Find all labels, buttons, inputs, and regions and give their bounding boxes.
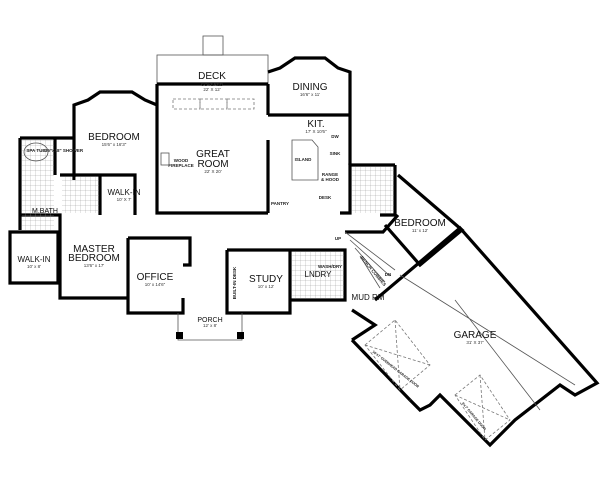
dw-label: DW [331, 134, 339, 139]
walls [8, 56, 600, 448]
built-in-desk-label: BUILT-IN DESK [232, 266, 237, 299]
spa-tub-label: SPA TUB [26, 148, 46, 153]
great-room-label-2: ROOM [197, 159, 228, 170]
study-label: STUDY [249, 274, 283, 285]
office-label: OFFICE [137, 272, 174, 283]
master-bedroom-size: 13'6" x 17' [84, 263, 105, 268]
wash-dry-label: WASH/DRY [318, 264, 342, 269]
master-bedroom-label-2: BEDROOM [68, 253, 120, 264]
great-room-label: GREAT [196, 149, 230, 160]
fireplace-icon [160, 152, 170, 166]
pantry-label: PANTRY [271, 201, 289, 206]
fireplace-label-2: FIREPLACE [168, 163, 194, 168]
kitchen-label: KIT. [307, 119, 324, 130]
sink-label: SINK [330, 151, 342, 156]
garage-size: 31' X 37' [466, 340, 483, 345]
porch [176, 313, 244, 341]
kitchen-island [291, 139, 319, 181]
bedroom-2-label: BEDROOM [394, 218, 446, 229]
range-label-2: & HOOD [321, 177, 340, 182]
walk-in-size: 10' X 7' [117, 197, 132, 202]
desk-label: DESK [319, 195, 332, 200]
laundry-label: LNDRY [305, 270, 333, 279]
bedroom-2-size: 11' x 12' [412, 228, 428, 233]
mud-room-label: MUD RM [352, 293, 385, 302]
master-bedroom-label: MASTER [73, 244, 115, 255]
study-size: 10' x 12' [258, 284, 275, 289]
stairs-up-label: UP [335, 236, 341, 241]
walk-in-2-label: WALK-IN [17, 255, 50, 264]
island-label: ISLAND [295, 157, 313, 162]
office-size: 10' x 14'6" [145, 282, 166, 287]
porch-label: PORCH [197, 317, 222, 324]
walk-in-2-size: 10' x 8' [27, 264, 41, 269]
dining-label: DINING [293, 82, 328, 93]
garage-label: GARAGE [454, 330, 497, 341]
porch-size: 12' x 8' [203, 323, 217, 328]
kitchen-size: 17' X 10'6" [305, 129, 327, 134]
deck-size: 22' X 12' [203, 87, 220, 92]
garage-doors [364, 274, 576, 441]
bench-cubbies-label: BENCH CUBBIES [359, 255, 387, 287]
great-room-size: 22' X 20' [204, 169, 221, 174]
deck-note: COVERED [201, 82, 224, 87]
stairs-down-label: DN [385, 272, 392, 277]
fireplace-label: WOOD [174, 158, 189, 163]
walk-in-label: WALK-IN [107, 188, 140, 197]
master-bath-label: M.BATH [32, 208, 58, 215]
bedroom-label: BEDROOM [88, 132, 140, 143]
range-label: RANGE [322, 172, 338, 177]
shower-label: 36"x48" SHOWER [45, 148, 84, 153]
bedroom-size: 15'6" x 16'3" [102, 142, 127, 147]
stairs [344, 231, 396, 289]
dining-size: 16'6" x 11' [300, 92, 320, 97]
deck-label: DECK [198, 71, 226, 82]
